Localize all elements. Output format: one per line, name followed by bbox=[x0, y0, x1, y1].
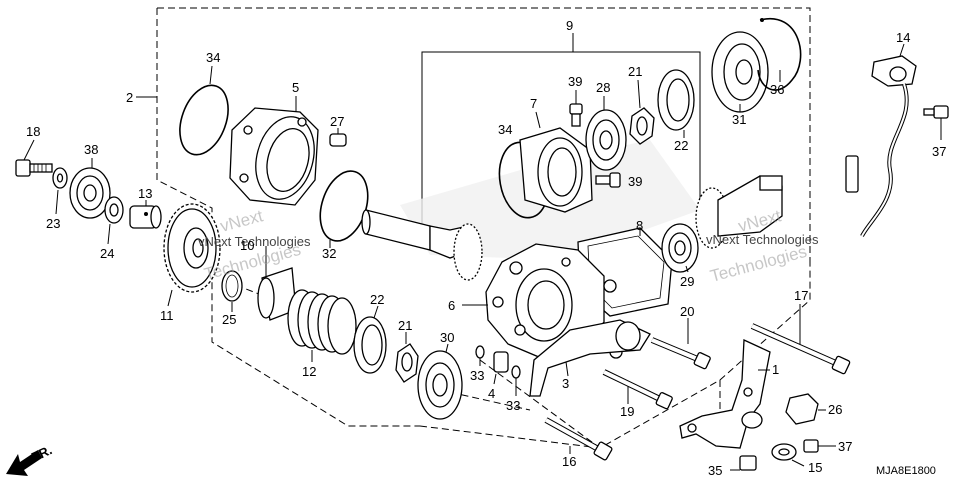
label-7: 7 bbox=[530, 96, 537, 111]
part-7-holder bbox=[519, 111, 593, 213]
label-26: 26 bbox=[828, 402, 842, 417]
label-37-lower: 37 bbox=[838, 439, 852, 454]
part-19-bolt bbox=[602, 369, 673, 410]
label-22-upper: 22 bbox=[674, 138, 688, 153]
part-4-plug bbox=[493, 351, 509, 385]
label-5: 5 bbox=[292, 80, 299, 95]
part-26-grommet bbox=[785, 393, 826, 425]
label-27: 27 bbox=[330, 114, 344, 129]
svg-text:vNext: vNext bbox=[218, 206, 265, 236]
part-25-circlip bbox=[221, 270, 243, 312]
label-3: 3 bbox=[562, 376, 569, 391]
part-32-o-ring bbox=[319, 170, 369, 248]
label-20: 20 bbox=[680, 304, 694, 319]
front-arrow bbox=[6, 450, 42, 476]
label-22-lower: 22 bbox=[370, 292, 384, 307]
part-35-clip bbox=[730, 455, 757, 471]
label-32: 32 bbox=[322, 246, 336, 261]
part-12-spring bbox=[287, 289, 357, 362]
label-14: 14 bbox=[896, 30, 910, 45]
label-38: 38 bbox=[84, 142, 98, 157]
label-30: 30 bbox=[440, 330, 454, 345]
svg-text:vNext Technologies: vNext Technologies bbox=[198, 234, 311, 249]
label-34-left: 34 bbox=[206, 50, 220, 65]
part-18-bolt bbox=[15, 139, 53, 177]
label-17: 17 bbox=[794, 288, 808, 303]
part-29-bearing bbox=[661, 223, 699, 273]
label-19: 19 bbox=[620, 404, 634, 419]
label-12: 12 bbox=[302, 364, 316, 379]
label-35: 35 bbox=[708, 463, 722, 478]
label-33-b: 33 bbox=[506, 398, 520, 413]
pinion-shaft bbox=[361, 209, 483, 281]
diagram-code: MJA8E1800 bbox=[876, 465, 936, 477]
part-3-arm bbox=[529, 319, 651, 397]
svg-text:vNext Technologies: vNext Technologies bbox=[706, 232, 819, 247]
label-11: 11 bbox=[160, 308, 174, 323]
label-21-upper: 21 bbox=[628, 64, 642, 79]
label-21-lower: 21 bbox=[398, 318, 412, 333]
label-36: 36 bbox=[770, 82, 784, 97]
part-17-bolt bbox=[750, 304, 851, 375]
ring-gear bbox=[695, 175, 783, 249]
label-39-lower: 39 bbox=[628, 174, 642, 189]
part-16-bolt bbox=[544, 417, 613, 461]
part-37-bolt-upper bbox=[923, 105, 949, 140]
label-23: 23 bbox=[46, 216, 60, 231]
callout-labels: 2 34 5 27 18 38 13 23 24 10 32 11 25 12 … bbox=[26, 18, 946, 478]
part-36-circlip bbox=[757, 17, 802, 91]
label-2: 2 bbox=[126, 90, 133, 105]
part-14-sensor bbox=[845, 43, 917, 237]
label-34-right: 34 bbox=[498, 122, 512, 137]
part-11-gear bbox=[163, 203, 221, 307]
part-33-plug-b bbox=[511, 365, 521, 396]
part-21-nut-upper bbox=[629, 79, 655, 145]
label-1: 1 bbox=[772, 362, 779, 377]
label-16: 16 bbox=[562, 454, 576, 469]
part-27-pin bbox=[329, 128, 347, 147]
part-13-collar bbox=[129, 200, 162, 229]
part-22-race-lower bbox=[353, 305, 387, 374]
part-33-plug-a bbox=[475, 345, 485, 366]
svg-text:Technologies: Technologies bbox=[708, 242, 809, 286]
label-15: 15 bbox=[808, 460, 822, 475]
part-22-race-upper bbox=[657, 69, 695, 138]
group-9-bracket bbox=[421, 33, 701, 225]
part-23-washer bbox=[52, 167, 68, 215]
label-8: 8 bbox=[636, 218, 643, 233]
part-31-seal bbox=[711, 31, 769, 113]
part-1-bracket bbox=[679, 339, 771, 449]
part-21-nut-lower bbox=[395, 332, 419, 383]
part-5-housing bbox=[229, 96, 319, 206]
part-28-bearing bbox=[585, 96, 627, 171]
front-label: FR. bbox=[29, 442, 54, 464]
label-31: 31 bbox=[732, 112, 746, 127]
watermark-left: vNext Technologies vNext Technologies bbox=[198, 206, 311, 284]
part-39-bolt-lower bbox=[595, 172, 621, 188]
label-9: 9 bbox=[566, 18, 573, 33]
label-4: 4 bbox=[488, 386, 495, 401]
part-15-grommet bbox=[771, 443, 805, 467]
part-34-o-ring-left bbox=[179, 65, 229, 156]
part-37-bolt-lower bbox=[803, 439, 836, 453]
part-20-bolt bbox=[650, 318, 711, 370]
part-30-bearing-lower bbox=[417, 343, 463, 420]
label-18: 18 bbox=[26, 124, 40, 139]
label-13: 13 bbox=[138, 186, 152, 201]
part-38-bearing bbox=[69, 158, 111, 219]
label-25: 25 bbox=[222, 312, 236, 327]
part-24-washer bbox=[104, 196, 124, 245]
label-33-a: 33 bbox=[470, 368, 484, 383]
label-37-upper: 37 bbox=[932, 144, 946, 159]
part-39-bolt-upper bbox=[569, 90, 583, 127]
label-39-upper: 39 bbox=[568, 74, 582, 89]
label-29: 29 bbox=[680, 274, 694, 289]
label-6: 6 bbox=[448, 298, 455, 313]
part-10-spacer bbox=[257, 246, 297, 321]
label-28: 28 bbox=[596, 80, 610, 95]
label-10: 10 bbox=[240, 238, 254, 253]
label-24: 24 bbox=[100, 246, 114, 261]
